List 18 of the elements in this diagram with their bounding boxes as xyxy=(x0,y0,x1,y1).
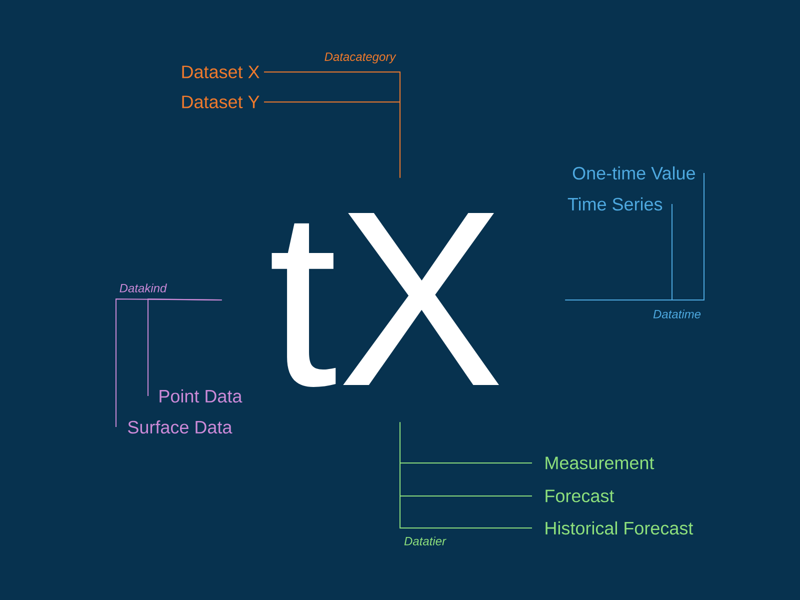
category-label: Surface Data xyxy=(128,420,232,434)
connector-line xyxy=(116,298,222,428)
category-label: One-time Value xyxy=(572,166,695,180)
big-letters: tX xyxy=(272,213,499,387)
category-label: Measurement xyxy=(546,456,654,470)
category-label: Point Data xyxy=(160,389,242,403)
category-label: Time Series xyxy=(568,197,662,211)
connector-line xyxy=(264,102,400,178)
group-label: Datakind xyxy=(120,284,167,292)
connector-line xyxy=(400,422,532,528)
group-label: Datatime xyxy=(653,310,701,318)
group-label: Datatier xyxy=(404,536,446,546)
category-label: Dataset Y xyxy=(182,96,260,108)
connector-line xyxy=(564,204,672,300)
category-label: Historical Forecast xyxy=(546,521,694,535)
category-label: Dataset X xyxy=(182,66,260,78)
group-label: Datacategory xyxy=(324,52,396,64)
category-label: Forecast xyxy=(546,490,614,502)
